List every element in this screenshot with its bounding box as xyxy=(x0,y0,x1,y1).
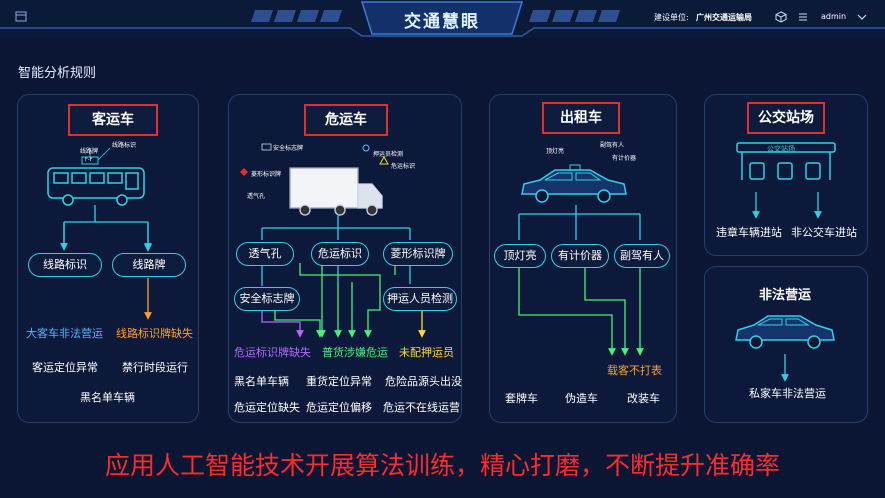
bus-tag-route-board: 线路牌 xyxy=(80,148,99,155)
hazard-tag-hazard: 危运标识 xyxy=(391,163,416,170)
illegal-panel xyxy=(704,266,868,423)
taxi-node-light[interactable]: 顶灯亮 xyxy=(494,244,546,268)
station-sign: 公交站场 xyxy=(767,145,795,153)
hazard-node-diamond[interactable]: 菱形标识牌 xyxy=(383,242,453,266)
hazard-out-noescort: 未配押运员 xyxy=(399,346,454,359)
cube-icon[interactable] xyxy=(775,11,787,23)
taxi-illustration xyxy=(521,164,627,203)
chevron-down-icon[interactable] xyxy=(857,13,867,21)
illegal-title: 非法营运 xyxy=(758,288,811,303)
taxi-title: 出租车 xyxy=(542,102,620,134)
org-label: 建设单位: xyxy=(654,13,689,22)
taxi-tag-copilot: 副驾有人 xyxy=(600,142,625,149)
station-out-nonbus: 非公交车进站 xyxy=(791,226,857,239)
bus-tag-route-mark: 线路标识 xyxy=(112,142,137,149)
taxi-rule-fake: 伪造车 xyxy=(565,392,598,405)
hazard-title: 危运车 xyxy=(304,104,388,136)
hazard-out-general: 普货涉嫌危运 xyxy=(322,346,388,359)
bus-rule-blacklist: 黑名单车辆 xyxy=(80,391,135,404)
hazard-tag-escort: 押运员检测 xyxy=(373,151,404,158)
app-title: 交通慧眼 xyxy=(404,12,480,32)
hazard-node-mark[interactable]: 危运标识 xyxy=(311,242,369,266)
hazard-rule-blacklist: 黑名单车辆 xyxy=(234,375,289,388)
hazard-out-missing: 危运标识牌缺失 xyxy=(234,346,311,359)
hazard-node-vent[interactable]: 透气孔 xyxy=(236,242,294,266)
org-name: 广州交通运输局 xyxy=(696,13,752,22)
taxi-node-meter[interactable]: 有计价器 xyxy=(551,244,609,268)
taxi-tag-meter: 有计价器 xyxy=(612,155,637,162)
station-title: 公交站场 xyxy=(747,102,825,134)
menu-icon[interactable] xyxy=(798,12,808,22)
hazard-node-escort[interactable]: 押运人员检测 xyxy=(383,287,457,311)
taxi-out-nometer: 载客不打表 xyxy=(607,364,662,377)
bus-rule-restricted: 禁行时段运行 xyxy=(122,361,188,374)
illegal-out-private: 私家车非法营运 xyxy=(749,387,826,400)
bus-station-illustration xyxy=(736,142,836,180)
bus-rule-illegal: 大客车非法营运 xyxy=(26,327,103,340)
taxi-tag-light: 顶灯亮 xyxy=(546,148,565,155)
car-illustration xyxy=(735,315,835,349)
taxi-rule-cloned: 套牌车 xyxy=(505,392,538,405)
station-out-violation: 违章车辆进站 xyxy=(716,226,782,239)
hazard-tag-safety: 安全标志牌 xyxy=(273,145,304,152)
taxi-rule-modified: 改装车 xyxy=(627,392,660,405)
truck-illustration xyxy=(289,167,383,216)
bus-rule-board-missing: 线路标识牌缺失 xyxy=(116,327,193,340)
slogan: 应用人工智能技术开展算法训练，精心打磨，不断提升准确率 xyxy=(104,451,780,480)
bus-node-route-mark[interactable]: 线路标识 xyxy=(28,253,102,277)
top-bar: 交通慧眼 建设单位: 广州交通运输局 admin xyxy=(0,0,885,38)
hazard-tag-diamond: 菱形标识牌 xyxy=(251,171,282,178)
bus-illustration xyxy=(47,147,145,206)
section-title: 智能分析规则 xyxy=(18,66,97,81)
bus-node-route-board[interactable]: 线路牌 xyxy=(112,253,186,277)
hazard-rule-offline: 危运不在线运营 xyxy=(383,401,460,414)
hazard-rule-source: 危险品源头出没 xyxy=(385,375,462,388)
hazard-tag-vent: 透气孔 xyxy=(247,193,266,200)
header-frame xyxy=(0,1,885,37)
bus-plate: F-F xyxy=(85,157,93,163)
hazard-rule-loc-offset: 危运定位偏移 xyxy=(306,401,372,414)
hazard-rule-loc-missing: 危运定位缺失 xyxy=(234,401,300,414)
user-name[interactable]: admin xyxy=(821,12,847,21)
hazard-node-safety[interactable]: 安全标志牌 xyxy=(234,287,300,311)
bus-rule-location: 客运定位异常 xyxy=(32,361,98,374)
hazard-rule-heavy: 重货定位异常 xyxy=(306,375,372,388)
bus-title: 客运车 xyxy=(68,104,158,136)
taxi-node-copilot[interactable]: 副驾有人 xyxy=(614,244,670,268)
